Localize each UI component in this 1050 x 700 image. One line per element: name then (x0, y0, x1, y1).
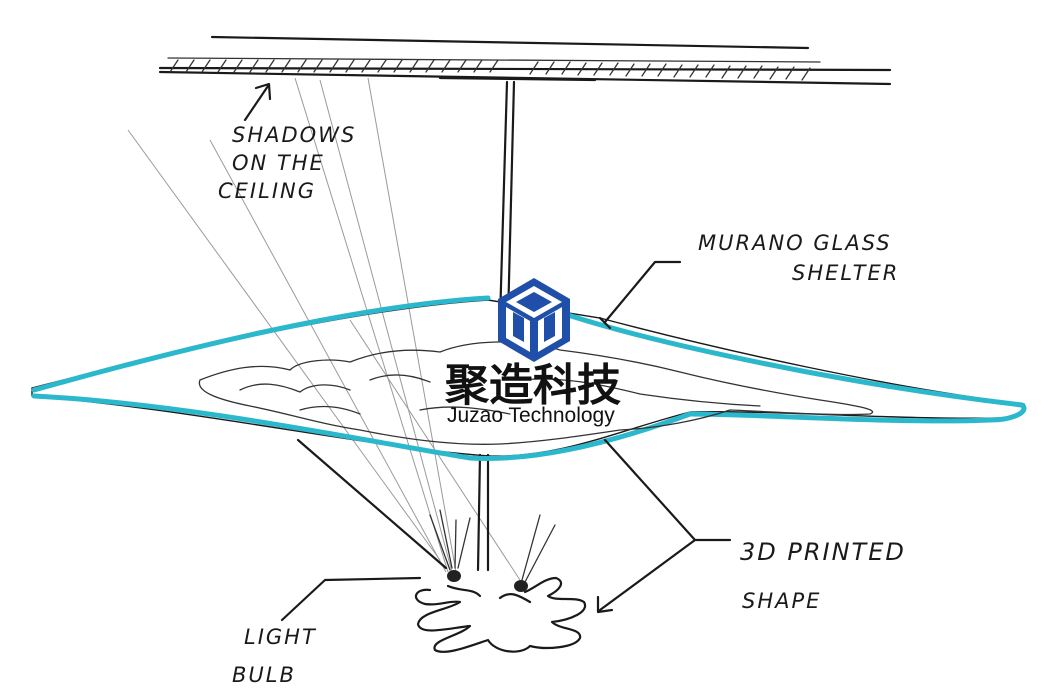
label-printed-line2: SHAPE (742, 589, 821, 613)
ceiling (158, 35, 892, 86)
label-shadows-line2: ON THE (232, 151, 325, 175)
murano-glass-pointer (598, 260, 682, 330)
watermark-english: Juzao Technology (447, 404, 615, 427)
printed-pointers (596, 438, 732, 614)
label-bulb-line1: LIGHT (244, 625, 317, 649)
bottom-printed-shape (414, 576, 587, 653)
shadows-arrow (243, 82, 272, 122)
label-printed-line1: 3D PRINTED (740, 538, 906, 566)
printed-organic-shape (198, 341, 873, 445)
ceiling-hatching (169, 59, 811, 81)
watermark: 聚造科技 Juzao Technology (444, 278, 621, 427)
light-bulb-pointer (280, 438, 448, 622)
pendant-cable (438, 76, 597, 572)
label-shadows-line1: SHADOWS (232, 123, 356, 147)
light-rays (127, 77, 521, 581)
murano-glass-shelter (31, 295, 1027, 461)
label-bulb-line2: BULB (232, 663, 296, 687)
label-glass-line1: MURANO GLASS (698, 231, 892, 255)
light-bulbs (429, 509, 556, 592)
watermark-chinese: 聚造科技 (444, 360, 621, 411)
label-shadows-line3: CEILING (218, 179, 316, 203)
cube-logo-icon (498, 278, 570, 362)
label-glass-line2: SHELTER (792, 261, 899, 285)
